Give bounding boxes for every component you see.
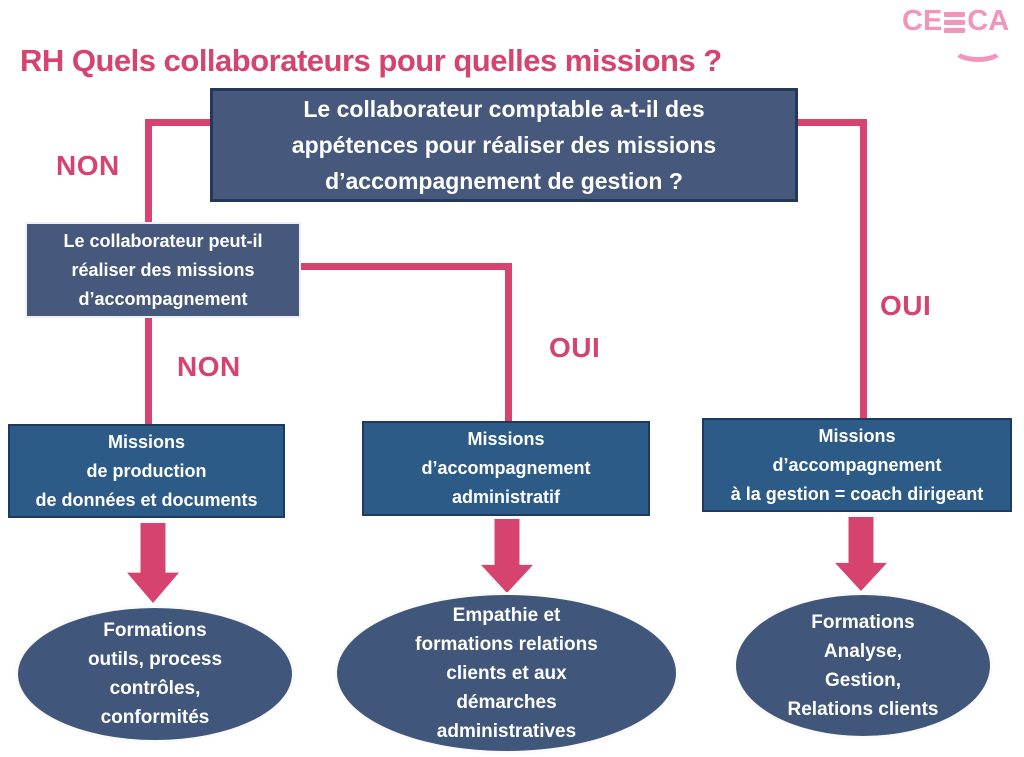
ceeca-logo-text: CE CA [902,6,1018,36]
logo-triple-bar-icon [944,12,966,33]
node-outcome-production: Formations outils, process contrôles, co… [15,605,295,743]
label-non-secondary: NON [177,351,241,382]
down-arrow-admin-icon [481,519,533,593]
label-non-main: NON [56,150,120,181]
logo-smile-icon [952,36,1004,62]
node-outcome-admin: Empathie et formations relations clients… [334,592,679,754]
logo-text-left: CE [902,5,943,37]
connector-main-to-gestion-horizontal [795,119,867,126]
connector-main-to-secondary-horizontal [145,119,213,126]
label-oui-main: OUI [880,290,932,321]
node-mission-gestion: Missions d’accompagnement à la gestion =… [702,418,1012,512]
page-title: RH Quels collaborateurs pour quelles mis… [20,42,722,78]
connector-secondary-to-production [145,317,152,425]
logo-text-right: CA [967,5,1010,37]
node-outcome-gestion: Formations Analyse, Gestion, Relations c… [733,592,993,739]
down-arrow-gestion-icon [835,517,887,591]
node-mission-admin: Missions d’accompagnement administratif [362,421,650,516]
down-arrow-production-icon [127,523,179,603]
label-oui-secondary: OUI [549,332,601,363]
node-mission-production: Missions de production de données et doc… [8,424,285,518]
node-question-secondary: Le collaborateur peut-il réaliser des mi… [25,222,301,318]
connector-main-to-secondary-vertical [145,119,152,225]
node-question-main: Le collaborateur comptable a-t-il des ap… [210,88,798,202]
connector-secondary-to-admin-vertical [505,263,512,423]
ceeca-logo: CE CA [902,6,1018,62]
connector-main-to-gestion-vertical [860,119,867,421]
connector-secondary-to-admin-horizontal [298,263,512,270]
